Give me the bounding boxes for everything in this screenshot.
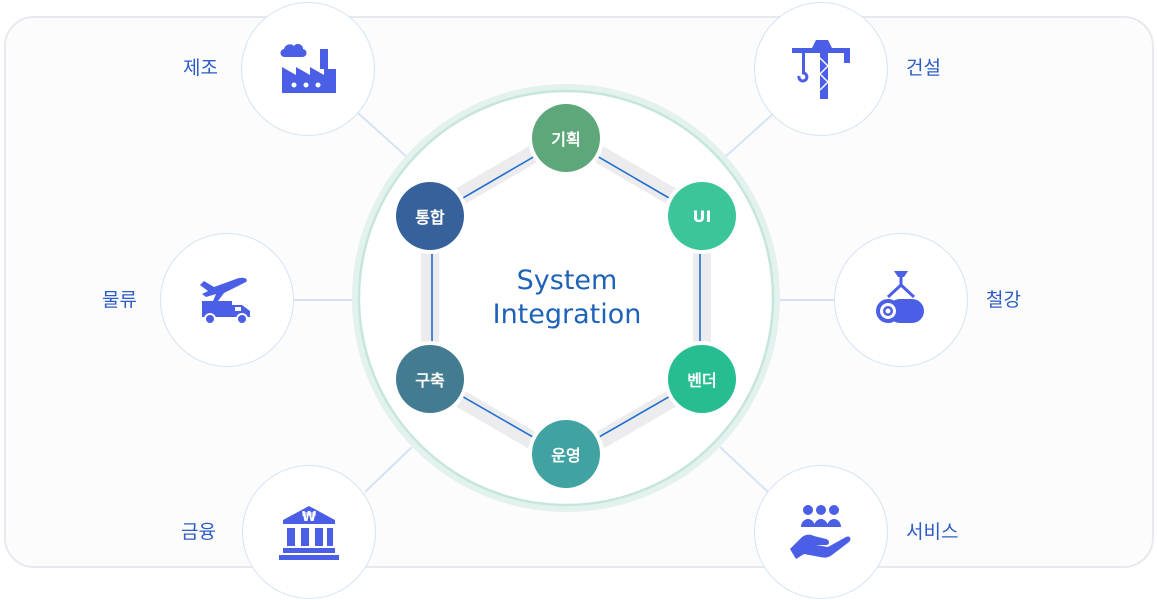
factory-icon (280, 44, 336, 93)
industry-label-finance: 금융 (181, 521, 216, 543)
svg-text:₩: ₩ (302, 510, 317, 525)
center-ring-outer (352, 84, 780, 512)
center-title-line2: Integration (492, 299, 642, 330)
industry-service[interactable] (754, 465, 888, 599)
crane-icon (792, 40, 850, 99)
industry-construction[interactable] (754, 2, 888, 136)
steel-coil-icon (876, 271, 924, 323)
industry-label-construction: 건설 (906, 57, 941, 79)
stage-node-operation[interactable]: 운영 (532, 420, 600, 488)
logistics-icon (200, 277, 250, 325)
stage-node-vendor[interactable]: 벤더 (668, 345, 736, 413)
spoke-manufacturing (357, 112, 409, 159)
industry-label-steel: 철강 (986, 289, 1021, 311)
spoke-service (719, 446, 769, 493)
industry-manufacturing[interactable] (241, 2, 375, 136)
service-hand-icon (790, 505, 851, 559)
industry-label-service: 서비스 (906, 521, 959, 543)
spoke-construction (723, 112, 775, 159)
stage-label: 기획 (551, 130, 581, 149)
industry-logistics[interactable] (160, 233, 294, 367)
stage-node-build[interactable]: 구축 (396, 345, 464, 413)
stage-node-ui[interactable]: UI (668, 182, 736, 250)
stage-label: 운영 (551, 446, 581, 465)
stage-node-planning[interactable]: 기획 (532, 104, 600, 172)
center-title-line1: System (516, 265, 618, 296)
stage-node-integration[interactable]: 통합 (396, 182, 464, 250)
spoke-finance (364, 446, 413, 493)
bank-icon: ₩ (279, 506, 339, 560)
industry-label-logistics: 물류 (102, 289, 137, 311)
industry-finance[interactable]: ₩ (242, 465, 376, 599)
industry-steel[interactable] (834, 233, 968, 367)
stage-label: UI (692, 206, 712, 226)
center-title: System Integration (467, 264, 667, 332)
stage-label: 통합 (415, 208, 445, 227)
stage-label: 벤더 (687, 371, 717, 390)
stage-label: 구축 (415, 371, 445, 390)
industry-label-manufacturing: 제조 (183, 57, 218, 79)
